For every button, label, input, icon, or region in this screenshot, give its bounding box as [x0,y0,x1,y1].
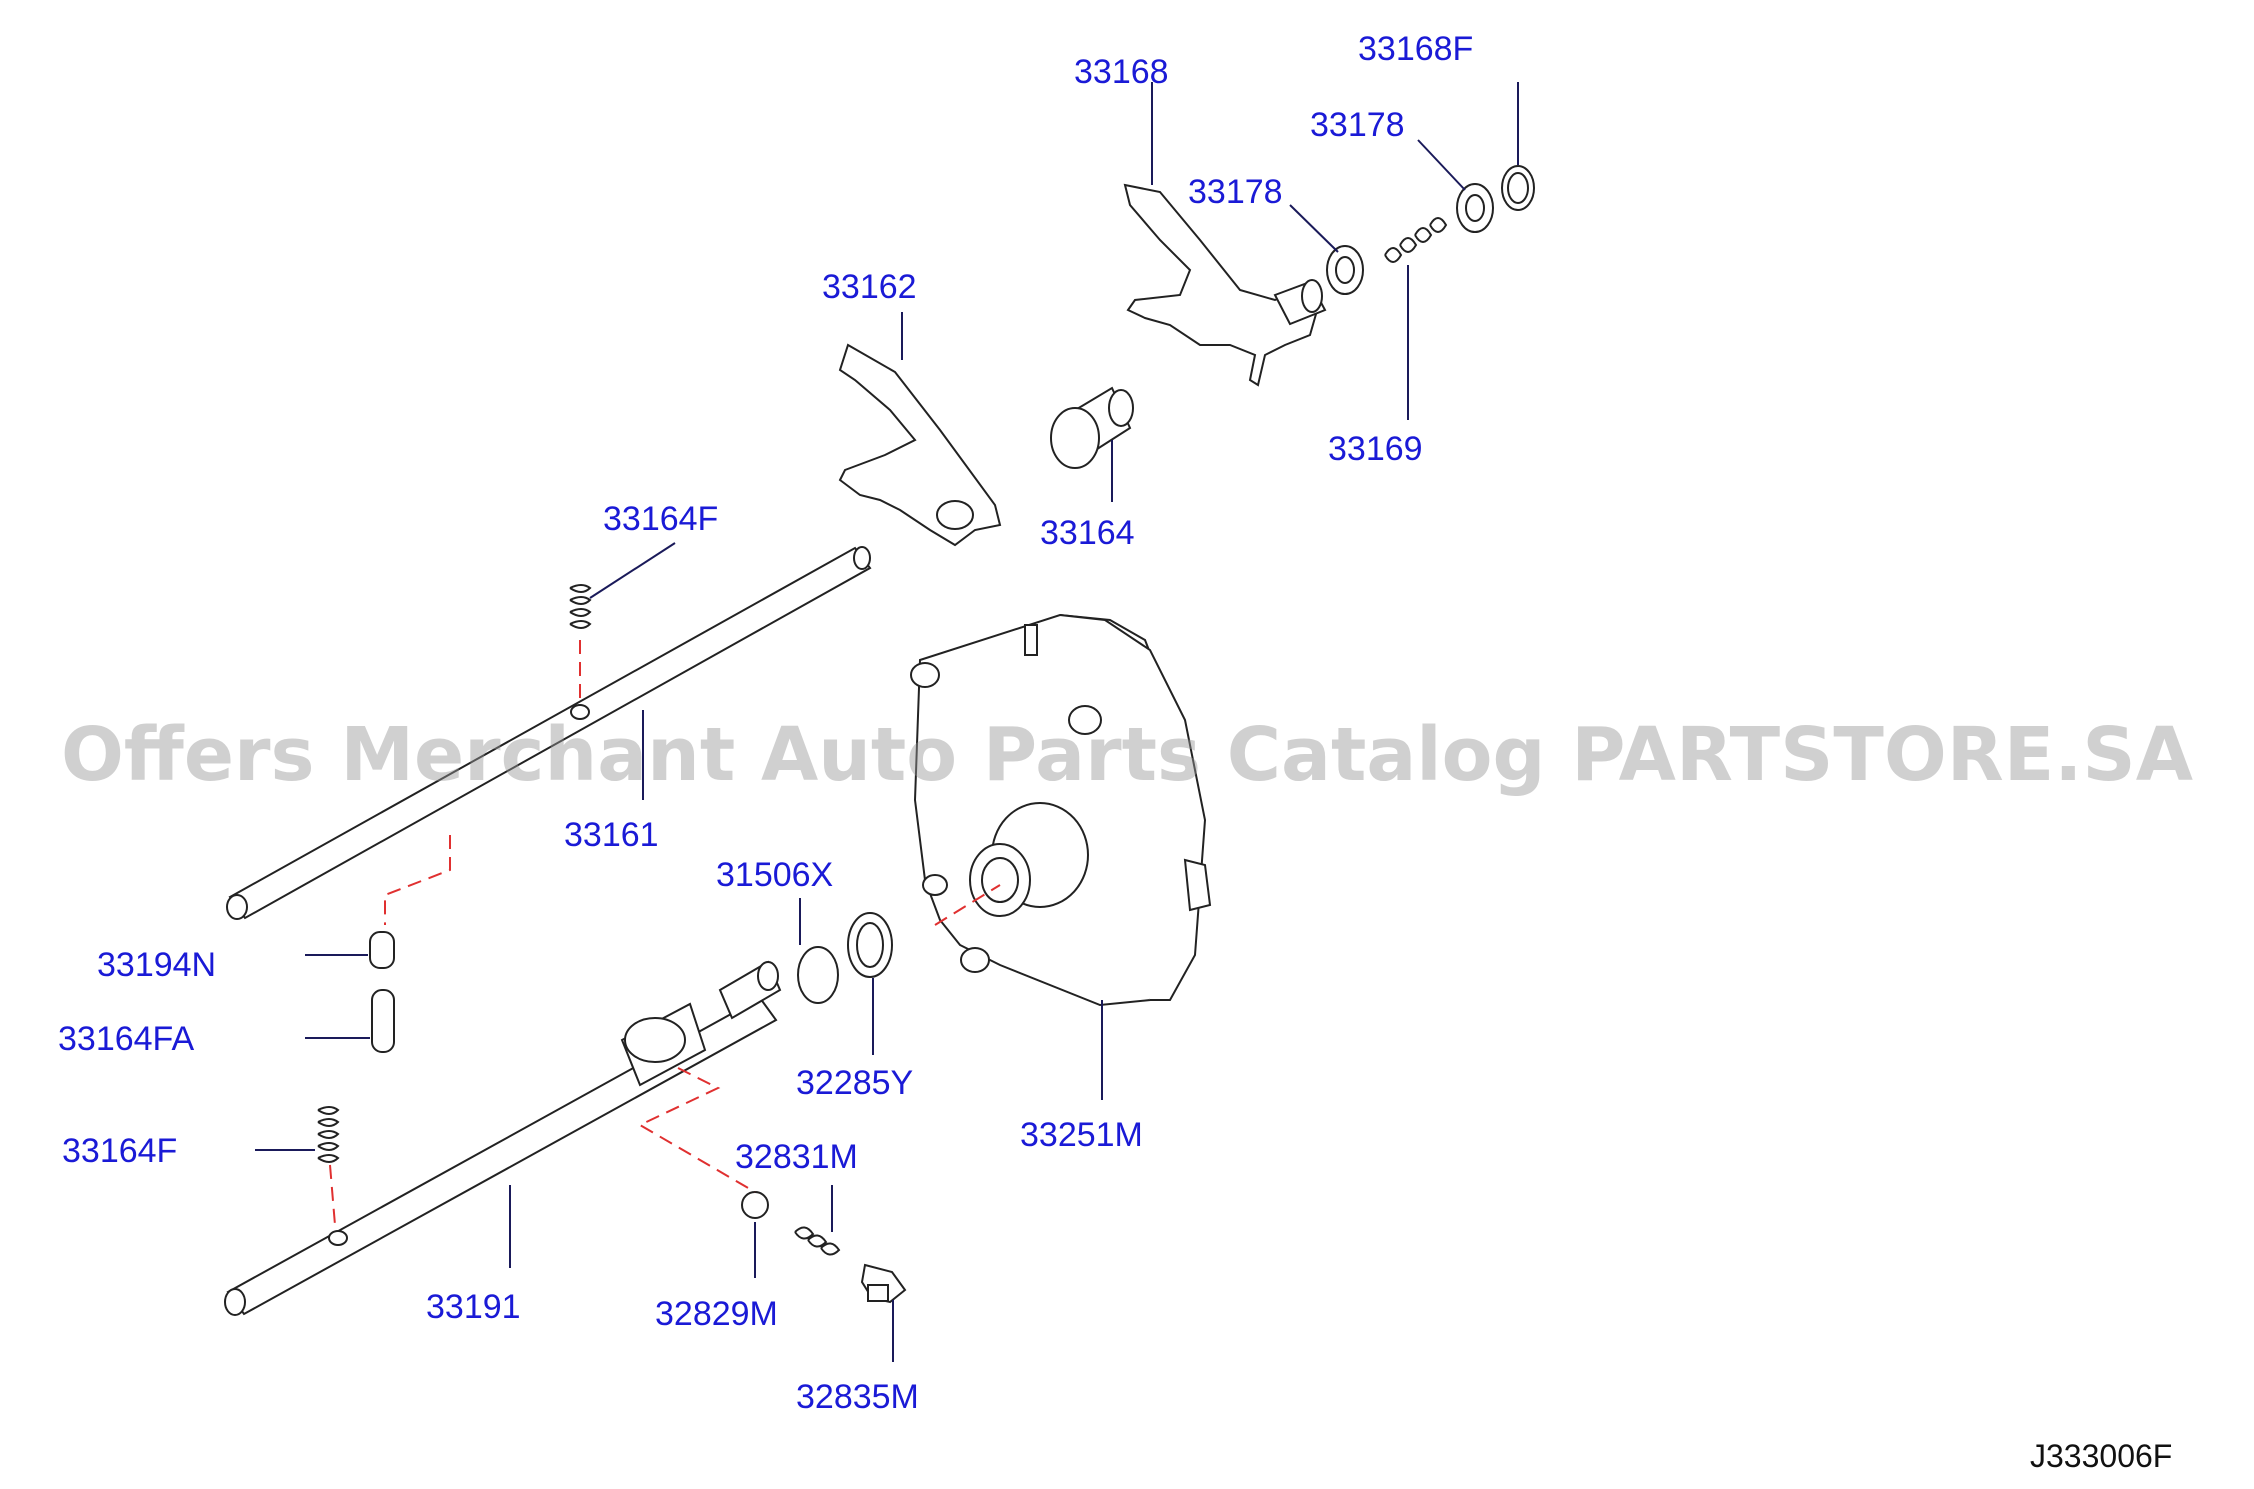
part-label-33162[interactable]: 33162 [822,268,917,306]
part-label-31506X[interactable]: 31506X [716,856,834,894]
part-label-33191[interactable]: 33191 [426,1288,521,1326]
leader-lines [255,82,1519,1362]
ring-33178-upper [1456,183,1494,233]
detent-spring-33164F-top [569,584,592,629]
washer-33168F [1501,165,1535,211]
diagram-code: J333006F [2030,1438,2173,1474]
part-label-33178-upper[interactable]: 33178 [1310,106,1405,144]
part-label-33194N[interactable]: 33194N [97,946,217,984]
bushing-33164 [1050,386,1134,469]
shift-rod-33161 [226,546,872,920]
seal-32285Y [847,912,893,978]
assembly-guides [329,640,1001,1226]
spring-33169 [1384,217,1448,263]
part-label-33168[interactable]: 33168 [1074,53,1169,91]
part-label-32835M[interactable]: 32835M [796,1378,919,1416]
shift-fork-33162 [838,343,1002,547]
part-label-33164F-top[interactable]: 33164F [603,500,719,538]
ball-32829M [741,1191,769,1219]
part-label-33178-lower[interactable]: 33178 [1188,173,1283,211]
shift-fork-33168 [1123,183,1327,387]
pin-33164FA [371,989,395,1053]
spring-32831M [794,1226,841,1256]
part-label-32829M[interactable]: 32829M [655,1295,778,1333]
part-label-33164FA[interactable]: 33164FA [58,1020,195,1058]
plug-32835M [860,1263,907,1304]
snap-ring-31506X [797,946,839,1004]
pin-33194N [369,931,395,969]
part-label-33164[interactable]: 33164 [1040,514,1135,552]
part-label-33169[interactable]: 33169 [1328,430,1423,468]
part-label-32831M[interactable]: 32831M [735,1138,858,1176]
part-label-33251M[interactable]: 33251M [1020,1116,1143,1154]
part-label-33161[interactable]: 33161 [564,816,659,854]
part-label-32285Y[interactable]: 32285Y [796,1064,914,1102]
detent-spring-33164F-bottom [317,1106,340,1163]
part-label-33168F[interactable]: 33168F [1358,30,1474,68]
housing-33251M [910,613,1212,1007]
part-label-33164F-bottom[interactable]: 33164F [62,1132,178,1170]
shift-rod-33191 [224,960,782,1316]
ring-33178-lower [1326,245,1364,295]
